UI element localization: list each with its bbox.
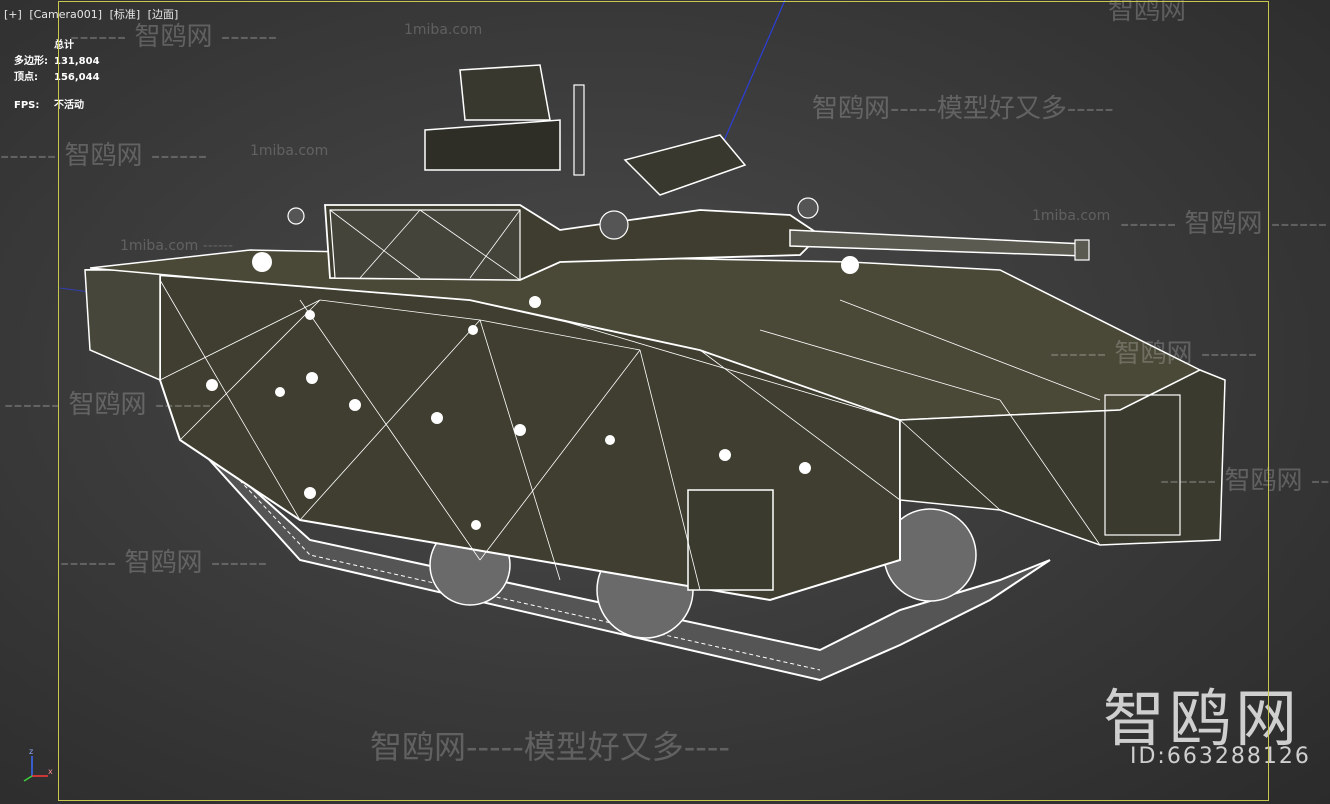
stats-vertices-row: 顶点: 156,044 (14, 70, 100, 86)
stats-vertices-label: 顶点: (14, 72, 38, 83)
antenna-mast (573, 84, 585, 176)
stats-vertices-value: 156,044 (54, 72, 100, 83)
stats-fps-value: 不活动 (54, 100, 84, 111)
viewport-display-menu[interactable]: [边面] (147, 8, 179, 21)
turret-front-face (329, 209, 521, 281)
axis-x-label: x (48, 767, 53, 776)
viewport-shading-menu[interactable]: [标准] (109, 8, 141, 21)
commander-sight (459, 64, 551, 121)
model-id-text: ID:663288126 (1130, 744, 1311, 769)
stats-fps-label: FPS: (14, 100, 40, 111)
axis-z-label: z (29, 747, 33, 756)
stats-polygons-label: 多边形: (14, 56, 48, 67)
viewport-label-menu: [+] [Camera001] [标准] [边面] (4, 6, 182, 22)
front-glacis (899, 369, 1226, 546)
brand-logo-text: 智鸥网 (1103, 682, 1302, 755)
stats-fps-row: FPS: 不活动 (14, 98, 100, 114)
muzzle-brake (1074, 239, 1090, 261)
hull-rear (84, 269, 161, 382)
side-hatch (687, 489, 774, 591)
viewport-camera-menu[interactable]: [Camera001] (29, 8, 103, 21)
camera-axis-line-blue (719, 0, 786, 151)
gunner-sight (623, 134, 747, 196)
turret-wire-edges (329, 209, 521, 281)
commander-sight-base (424, 119, 561, 171)
hull-wire-edges (159, 279, 1101, 591)
stats-polygons-value: 131,804 (54, 56, 100, 67)
axis-gizmo-icon: z x (23, 747, 53, 782)
smoke-launchers (287, 197, 819, 240)
hull-rivets (206, 252, 859, 530)
main-gun-barrel (789, 229, 1086, 257)
viewport-plus-menu[interactable]: [+] (4, 8, 22, 21)
stats-polygons-row: 多边形: 131,804 (14, 54, 100, 70)
stats-title: 总计 (54, 40, 74, 51)
statistics-overlay: 总计 多边形: 131,804 顶点: 156,044 FPS: 不活动 (14, 38, 100, 114)
front-grille (1104, 394, 1181, 536)
